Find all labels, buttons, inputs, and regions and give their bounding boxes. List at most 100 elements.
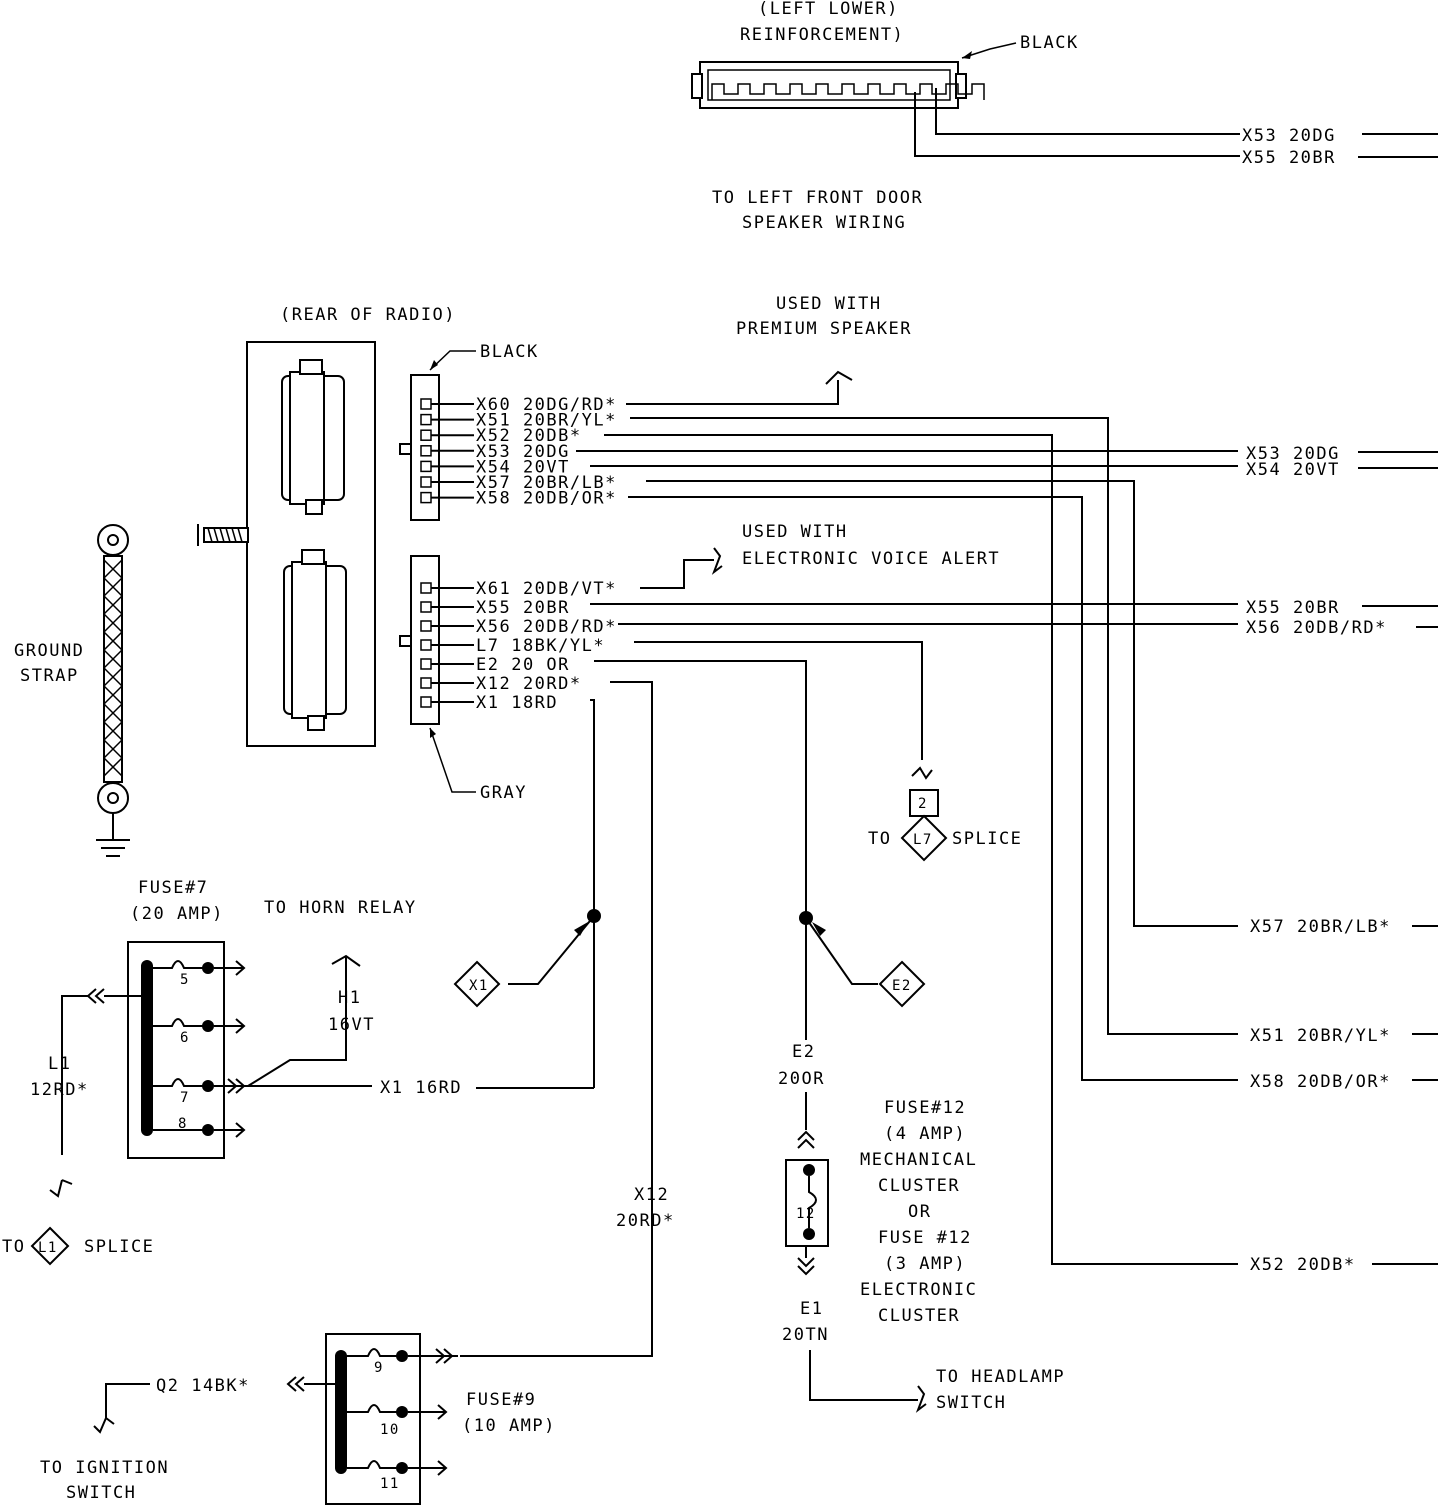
fuse12-line-2: (4 AMP) — [884, 1124, 966, 1144]
wire-label-x56: X56 20DB/RD* — [1246, 618, 1387, 638]
black-pin-label-7: X58 20DB/OR* — [476, 489, 617, 509]
fuse7-rating: (20 AMP) — [130, 904, 224, 924]
black-pin-7 — [420, 491, 432, 504]
fuse7-circuit-6: 6 — [153, 1018, 246, 1046]
gray-pin-2 — [420, 601, 432, 613]
fuse12-line-5: OR — [908, 1202, 931, 1222]
x12-label: X12 — [634, 1185, 669, 1205]
fuse-num-9: 9 — [374, 1360, 384, 1376]
radio-rear-panel: (REAR OF RADIO) — [197, 305, 456, 747]
premium-speaker-label: PREMIUM SPEAKER — [736, 319, 912, 339]
fuse-7-block: FUSE#7 (20 AMP) TO HORN RELAY 5 6 7 8 — [2, 878, 594, 1266]
fuse-12-block: 12 E1 20TN TO HEADLAMP SWITCH FUSE#12 (4… — [782, 1098, 1065, 1413]
black-pin-label-2: X51 20BR/YL* — [476, 411, 617, 431]
wire-label-x55: X55 20BR — [1246, 598, 1340, 618]
wire-label-x51: X51 20BR/YL* — [1250, 1026, 1391, 1046]
black-connector-pins: X60 20DG/RD*X51 20BR/YL*X52 20DB*X53 20D… — [420, 395, 617, 509]
black-pin-6 — [420, 476, 432, 488]
x1-splice-marker: X1 — [469, 978, 489, 994]
speaker-wiring-label: SPEAKER WIRING — [742, 213, 906, 233]
black-pin-5 — [420, 460, 432, 473]
x1-splice: X1 — [453, 699, 601, 1088]
rear-of-radio-label: (REAR OF RADIO) — [280, 305, 456, 325]
l1-to-label: TO — [2, 1237, 25, 1257]
fuse-9-block: X12 20RD* 9 10 11 FUSE#9 (10 AMP) Q2 14B… — [40, 681, 673, 1505]
e2-label: E2 — [792, 1042, 815, 1062]
black-pin-2 — [420, 413, 432, 426]
fuse-num-7: 7 — [180, 1090, 190, 1106]
l7-splice-marker: L7 — [913, 832, 933, 848]
fuse-num-8: 8 — [178, 1116, 188, 1132]
gray-pin-6 — [420, 677, 432, 689]
e2-splice: E2 E2 20OR — [594, 660, 926, 1130]
fuse12-line-8: ELECTRONIC — [860, 1280, 977, 1300]
black-radio-connector-label: BLACK — [480, 342, 539, 362]
gray-pin-1 — [420, 582, 432, 594]
radio-wire-runs — [576, 370, 1238, 1265]
wire-label-x57: X57 20BR/LB* — [1250, 917, 1391, 937]
wire-label-x54: X54 20VT — [1246, 460, 1340, 480]
h1-label: H1 — [338, 988, 361, 1008]
used-with-eva-label: USED WITH — [742, 522, 848, 542]
ignition-switch-label: SWITCH — [66, 1483, 136, 1503]
wire-label-x58: X58 20DB/OR* — [1250, 1072, 1391, 1092]
reinforcement-label: REINFORCEMENT) — [740, 25, 904, 45]
fuse9-title: FUSE#9 — [466, 1390, 536, 1410]
h1-gauge-label: 16VT — [328, 1015, 375, 1035]
l7-splice: 2 L7 TO SPLICE — [634, 641, 1021, 862]
l7-to-label: TO — [868, 829, 891, 849]
right-edge-labels: X53 20DG X54 20VT X55 20BR X56 20DB/RD* … — [1246, 444, 1438, 1275]
l7-pin-marker: 2 — [918, 796, 928, 812]
to-ignition-label: TO IGNITION — [40, 1458, 169, 1478]
fuse7-title: FUSE#7 — [138, 878, 208, 898]
black-pin-label-5: X54 20VT — [476, 457, 570, 477]
black-pin-label-3: X52 20DB* — [476, 426, 582, 446]
to-left-front-door-label: TO LEFT FRONT DOOR — [712, 188, 923, 208]
q2-label: Q2 14BK* — [156, 1376, 250, 1396]
l1-splice-label: SPLICE — [84, 1237, 154, 1257]
gray-pin-label-2: X55 20BR — [476, 598, 570, 618]
e1-label: E1 — [800, 1299, 823, 1319]
fuse-num-10: 10 — [380, 1422, 400, 1438]
e1-gauge-label: 20TN — [782, 1325, 829, 1345]
gray-pin-label-1: X61 20DB/VT* — [476, 579, 617, 599]
fuse9-rating: (10 AMP) — [462, 1416, 556, 1436]
fuse12-line-3: MECHANICAL — [860, 1150, 977, 1170]
fuse12-line-7: (3 AMP) — [884, 1254, 966, 1274]
gray-pin-label-3: X56 20DB/RD* — [476, 617, 617, 637]
black-pin-1 — [420, 398, 432, 410]
to-horn-relay-label: TO HORN RELAY — [264, 898, 417, 918]
l1-gauge-label: 12RD* — [30, 1080, 89, 1100]
door-speaker-connector: (LEFT LOWER) REINFORCEMENT) BLACK X53 20… — [691, 0, 1438, 233]
gray-pin-4 — [420, 639, 432, 651]
fuse-num-12: 12 — [796, 1206, 816, 1222]
to-headlamp-label: TO HEADLAMP — [936, 1367, 1065, 1387]
l1-splice-marker: L1 — [38, 1240, 58, 1256]
black-pin-label-4: X53 20DG — [476, 442, 570, 462]
e2-gauge-label: 20OR — [778, 1069, 825, 1089]
black-connector-color-label: BLACK — [1020, 33, 1079, 53]
fuse12-line-6: FUSE #12 — [878, 1228, 972, 1248]
gray-radio-connector-label: GRAY — [480, 783, 527, 803]
e2-splice-marker: E2 — [892, 978, 912, 994]
wire-label-x52: X52 20DB* — [1250, 1255, 1356, 1275]
black-pin-4 — [420, 445, 432, 457]
wire-label-x53-top: X53 20DG — [1242, 126, 1336, 146]
used-with-premium-label: USED WITH — [776, 294, 882, 314]
gray-pin-3 — [420, 620, 432, 632]
ground-label: GROUND — [14, 641, 84, 661]
gray-pin-label-5: E2 20 OR — [476, 655, 570, 675]
fuse7-circuit-5: 5 — [153, 960, 246, 988]
l1-label: L1 — [48, 1054, 71, 1074]
x1-16rd-label: X1 16RD — [380, 1078, 462, 1098]
gray-pin-7 — [420, 696, 432, 708]
black-pin-3 — [420, 429, 432, 441]
fuse12-line-1: FUSE#12 — [884, 1098, 966, 1118]
gray-pin-label-4: L7 18BK/YL* — [476, 636, 605, 656]
gray-pin-5 — [420, 658, 432, 670]
fuse7-circuit-8: 8 — [153, 1116, 246, 1138]
black-pin-label-1: X60 20DG/RD* — [476, 395, 617, 415]
headlamp-switch-label: SWITCH — [936, 1393, 1006, 1413]
